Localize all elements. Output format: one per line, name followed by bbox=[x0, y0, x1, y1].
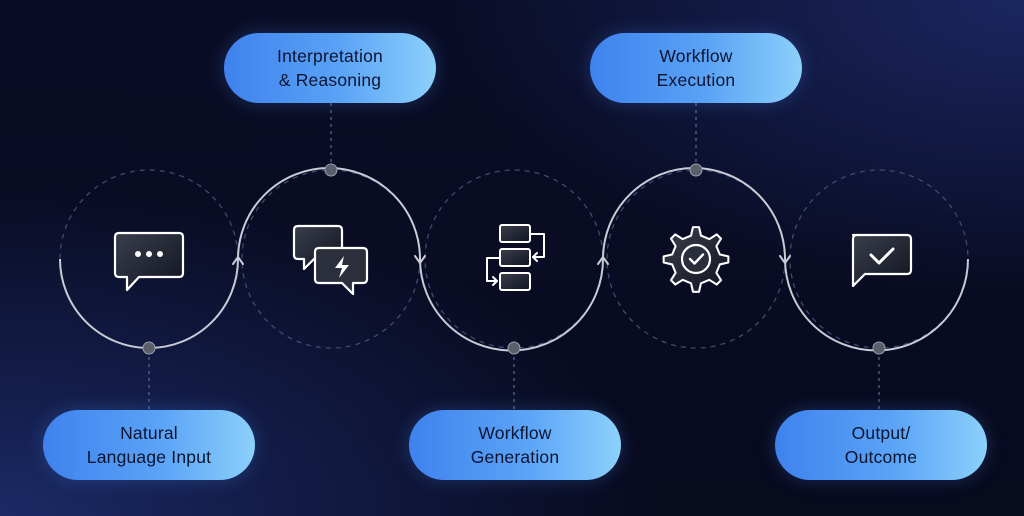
arrow-down-icon bbox=[779, 255, 791, 264]
step-pill-workflow-execution: Workflow Execution bbox=[590, 33, 802, 103]
step-label: Workflow Generation bbox=[470, 423, 560, 467]
step-label: Natural Language Input bbox=[86, 423, 212, 467]
connector-lines bbox=[148, 103, 880, 410]
flow-arrows bbox=[232, 255, 791, 265]
node-dot-5 bbox=[872, 341, 886, 355]
workflow-blocks-icon bbox=[486, 224, 545, 291]
chat-dots-icon bbox=[113, 231, 185, 292]
step-label: Output/ Outcome bbox=[844, 423, 918, 467]
arrow-up-icon bbox=[597, 256, 609, 265]
chat-check-icon bbox=[851, 233, 913, 288]
step-pill-interpretation-reasoning: Interpretation & Reasoning bbox=[224, 33, 436, 103]
step-pill-output-outcome: Output/ Outcome bbox=[775, 410, 987, 480]
arrow-down-icon bbox=[414, 255, 426, 264]
step-pill-natural-language-input: Natural Language Input bbox=[43, 410, 255, 480]
gear-check-icon bbox=[662, 226, 730, 293]
node-dot-1 bbox=[142, 341, 156, 355]
node-dot-2 bbox=[324, 163, 338, 177]
step-label: Interpretation & Reasoning bbox=[277, 46, 383, 90]
step-label: Workflow Execution bbox=[656, 46, 736, 90]
arrow-up-icon bbox=[232, 256, 244, 265]
node-dot-3 bbox=[507, 341, 521, 355]
step-pill-workflow-generation: Workflow Generation bbox=[409, 410, 621, 480]
node-dots bbox=[142, 163, 886, 355]
chat-bolt-icon bbox=[292, 224, 369, 296]
node-dot-4 bbox=[689, 163, 703, 177]
